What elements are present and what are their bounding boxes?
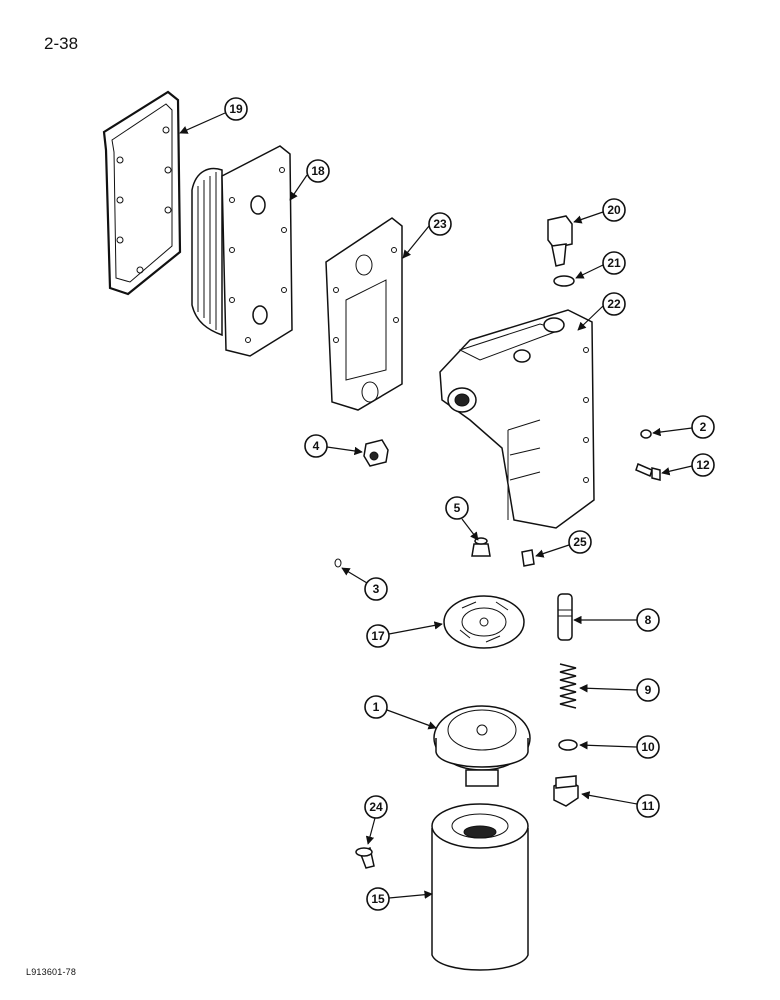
callout-10: 10	[579, 735, 660, 759]
svg-text:22: 22	[607, 297, 621, 311]
part-11-plug	[553, 775, 579, 807]
callout-9: 9	[579, 678, 660, 702]
callout-18: 18	[289, 159, 330, 201]
part-2-fitting	[640, 429, 652, 439]
svg-text:19: 19	[229, 102, 243, 116]
part-22-filter-housing	[439, 309, 595, 529]
svg-text:11: 11	[642, 799, 655, 813]
callout-4: 4	[304, 434, 363, 458]
callout-3: 3	[341, 567, 388, 601]
svg-text:4: 4	[313, 439, 320, 453]
callout-19: 19	[179, 97, 248, 134]
part-25-plug	[521, 549, 535, 567]
callout-22: 22	[577, 292, 626, 331]
part-4-plug	[363, 439, 389, 467]
callout-8: 8	[573, 608, 660, 632]
callout-24: 24	[364, 795, 388, 845]
svg-text:10: 10	[641, 740, 655, 754]
callout-25: 25	[535, 530, 592, 558]
part-20-bolt	[547, 215, 573, 267]
svg-text:20: 20	[607, 203, 621, 217]
part-23-gasket	[325, 217, 403, 411]
part-8-relief-valve	[557, 593, 573, 641]
callout-12: 12	[661, 453, 715, 477]
part-24-bolt	[355, 846, 375, 869]
part-18-oil-cooler	[191, 145, 293, 357]
drawing-code: L913601-78	[26, 967, 77, 977]
part-10-o-ring	[558, 739, 578, 751]
callout-15: 15	[366, 887, 433, 911]
callout-17: 17	[366, 621, 443, 648]
svg-text:1: 1	[373, 700, 380, 714]
svg-text:15: 15	[371, 892, 385, 906]
svg-text:23: 23	[433, 217, 447, 231]
svg-text:3: 3	[373, 582, 380, 596]
svg-text:25: 25	[573, 535, 587, 549]
part-17-valve-plate	[443, 595, 525, 649]
svg-text:9: 9	[645, 683, 652, 697]
svg-text:21: 21	[607, 256, 621, 270]
svg-text:5: 5	[454, 501, 461, 515]
part-3-ball	[334, 558, 342, 568]
part-9-spring	[559, 663, 577, 709]
svg-text:12: 12	[696, 458, 710, 472]
callout-11: 11	[581, 791, 660, 818]
callout-20: 20	[573, 198, 626, 224]
svg-text:18: 18	[311, 164, 325, 178]
part-1-filter-adapter	[433, 705, 531, 787]
part-19-gasket	[102, 90, 182, 296]
callout-5: 5	[445, 496, 479, 541]
svg-text:2: 2	[700, 420, 707, 434]
part-12-bolt	[635, 462, 661, 481]
svg-text:17: 17	[371, 629, 385, 643]
callout-21: 21	[575, 251, 626, 279]
page-number: 2-38	[44, 34, 79, 53]
callout-1: 1	[364, 695, 437, 730]
part-15-oil-filter	[431, 803, 529, 971]
part-21-o-ring	[553, 275, 575, 287]
callout-23: 23	[402, 212, 452, 259]
callout-2: 2	[652, 415, 715, 439]
svg-text:8: 8	[645, 613, 652, 627]
part-5-fitting	[471, 537, 491, 557]
svg-text:24: 24	[369, 800, 383, 814]
